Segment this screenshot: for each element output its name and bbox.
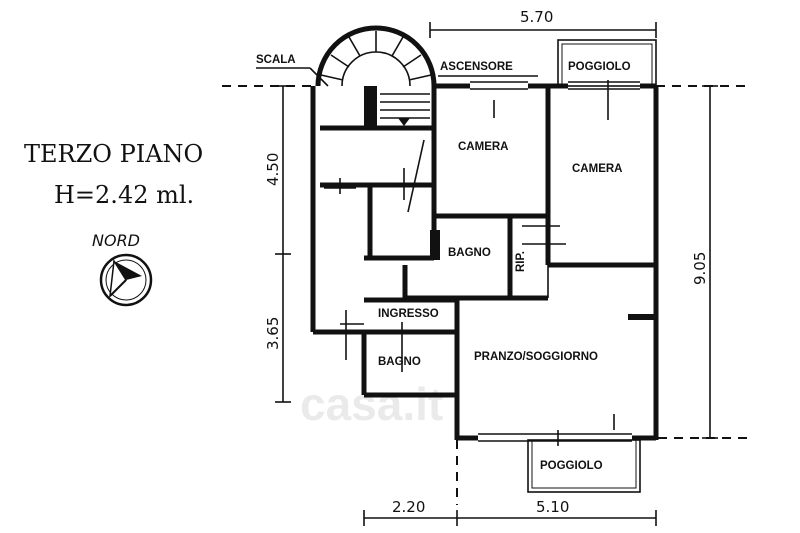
- room-label-camera-1: CAMERA: [458, 141, 508, 153]
- dim-right-height: 9.05: [691, 252, 709, 285]
- dim-bottom-left: 2.20: [392, 498, 425, 516]
- stair: [315, 25, 437, 128]
- room-label-camera-2: CAMERA: [572, 163, 622, 175]
- room-label-pranzo-soggiorno: PRANZO/SOGGIORNO: [474, 351, 598, 363]
- room-label-ascensore: ASCENSORE: [440, 61, 513, 73]
- room-label-ripostiglio: RIP.: [515, 251, 527, 272]
- compass-label: NORD: [92, 231, 140, 250]
- ceiling-height: H=2.42 ml.: [54, 181, 194, 209]
- dim-bottom-right: 5.10: [536, 498, 569, 516]
- dim-left-upper: 4.50: [264, 153, 282, 186]
- floor-title: TERZO PIANO: [24, 140, 203, 168]
- balconies: [527, 39, 657, 493]
- room-label-bagno-1: BAGNO: [448, 247, 491, 259]
- room-label-poggiolo-bottom: POGGIOLO: [540, 460, 603, 472]
- watermark: casa.it: [300, 378, 443, 430]
- room-label-ingresso: INGRESSO: [378, 308, 439, 320]
- north-arrow-icon: [99, 253, 153, 307]
- facade-reference-lines: [222, 85, 750, 505]
- room-label-poggiolo-top: POGGIOLO: [568, 61, 631, 73]
- dim-left-lower: 3.65: [264, 317, 282, 350]
- dimension-lines: [275, 22, 718, 526]
- dim-top-width: 5.70: [520, 8, 553, 26]
- openings: [324, 80, 640, 446]
- room-label-scala: SCALA: [256, 54, 296, 66]
- room-label-bagno-2: BAGNO: [378, 356, 421, 368]
